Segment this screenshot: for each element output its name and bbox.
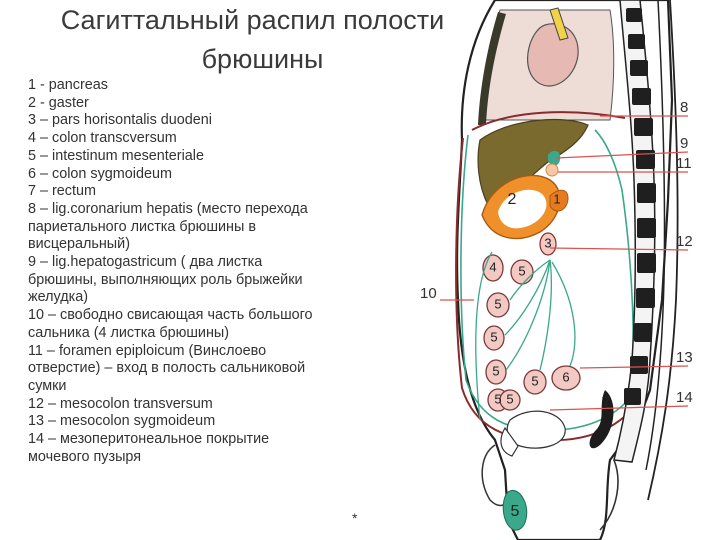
mesentery-folds: [475, 251, 576, 421]
callout-label-13: 13: [676, 349, 693, 366]
organ-number-5: 5: [506, 391, 513, 406]
legend-item: 7 – rectum: [28, 183, 96, 200]
organ-number-1: 1: [553, 191, 560, 206]
organ-number-7: 7: [602, 395, 611, 412]
legend-item: 6 – colon sygmoideum: [28, 165, 172, 182]
callout-line-9: [555, 151, 689, 159]
footnote-asterisk: *: [352, 510, 358, 526]
back-outline: [647, 0, 679, 501]
callout-label-12: 12: [676, 233, 693, 250]
callout-line-13: [579, 365, 689, 369]
legend-list: 1 - pancreas 2 - gaster 3 – pars horison…: [28, 77, 373, 466]
legend-item: брюшины, выполняющих роль брыжейки: [28, 271, 303, 288]
callout-label-14: 14: [676, 389, 693, 406]
legend-item: 10 – свободно свисающая часть большого: [28, 307, 313, 324]
legend-item: желудка): [28, 289, 89, 306]
pancreas: [549, 189, 569, 212]
legend-item: 2 - gaster: [28, 94, 89, 111]
callout-lines: [440, 115, 689, 411]
legend-item: париетального листка брюшины в: [28, 218, 256, 235]
organ-number-6: 6: [562, 369, 569, 384]
anterior-wall-band: [478, 12, 506, 125]
buttock-outline: [599, 459, 619, 531]
testis: [502, 489, 528, 531]
organ-number-5: 5: [492, 363, 499, 378]
sigmoid-colon: [551, 365, 581, 391]
legend-item: 4 – colon transcversum: [28, 130, 177, 147]
legend-item: 12 – mesocolon transversum: [28, 395, 213, 412]
legend-item: сумки: [28, 377, 67, 394]
spinal-canal: [645, 0, 666, 471]
legend-item: 11 – foramen epiploicum (Винслоево: [28, 342, 267, 359]
title-line-2: брюшины: [201, 44, 324, 74]
organ-number-5: 5: [490, 329, 497, 344]
organ-number-5: 5: [494, 296, 501, 311]
callout-label-8: 8: [680, 99, 688, 116]
callout-line-14: [549, 405, 689, 411]
sagittal-section-diagram: 8 9 11 10 12 13 14 1 2 3 4 5 5 5 5 5 5 5…: [420, 0, 693, 540]
organ-number-5: 5: [518, 263, 525, 278]
organ-number-6-genital: 5: [511, 503, 520, 520]
legend-item: 14 – мезоперитонеальное покрытие: [28, 431, 270, 448]
intestines: [482, 254, 581, 412]
callout-label-9: 9: [680, 135, 688, 152]
pubic-bone: [500, 426, 519, 457]
vessel-yellow: [549, 7, 569, 41]
peritoneal-cavity: [460, 129, 634, 431]
epiploic-foramen: [545, 163, 559, 177]
heart-shape: [526, 23, 579, 87]
legend-item: 5 – intestinum mesenteriale: [28, 147, 204, 164]
rectum: [589, 390, 614, 449]
organ-number-5: 5: [494, 391, 501, 406]
legend-item: 13 – mesocolon sygmoideum: [28, 413, 216, 430]
small-intestine-loop: [499, 389, 521, 411]
legend-item: 9 – lig.hepatogastricum ( два листка: [28, 254, 263, 271]
vertebrae: [624, 8, 656, 405]
duodenum: [539, 232, 557, 256]
organ-number-2: 2: [508, 191, 517, 208]
transverse-colon: [482, 254, 504, 282]
legend-item: 3 – pars horisontalis duodeni: [28, 112, 213, 129]
callout-label-11: 11: [676, 155, 692, 172]
small-intestine-loop: [523, 369, 547, 395]
stomach-lumen: [498, 189, 547, 229]
legend-item: висцеральный): [28, 236, 130, 253]
legend-item: 1 - pancreas: [28, 77, 108, 93]
parietal-peritoneum: [455, 137, 637, 442]
small-intestine-loop: [485, 359, 507, 385]
callout-line-12: [549, 247, 689, 251]
legend-item: отверстие) – вход в полость сальниковой: [28, 360, 306, 377]
legend-item: мочевого пузыря: [28, 448, 142, 465]
organ-number-5: 5: [531, 373, 538, 388]
organ-number-3: 3: [544, 235, 551, 250]
title-line-1: Сагиттальный распил полости: [60, 5, 445, 35]
organ-number-4: 4: [489, 259, 496, 274]
diaphragm-line: [471, 111, 626, 131]
small-intestine-loop: [486, 292, 510, 318]
legend-item: 8 – lig.coronarium hepatis (место перехо…: [28, 200, 308, 217]
callout-label-10: 10: [420, 285, 437, 302]
legend-item: сальника (4 листка брюшины): [28, 324, 230, 341]
lesser-omentum: [548, 150, 561, 166]
small-intestine-loop: [483, 325, 505, 351]
